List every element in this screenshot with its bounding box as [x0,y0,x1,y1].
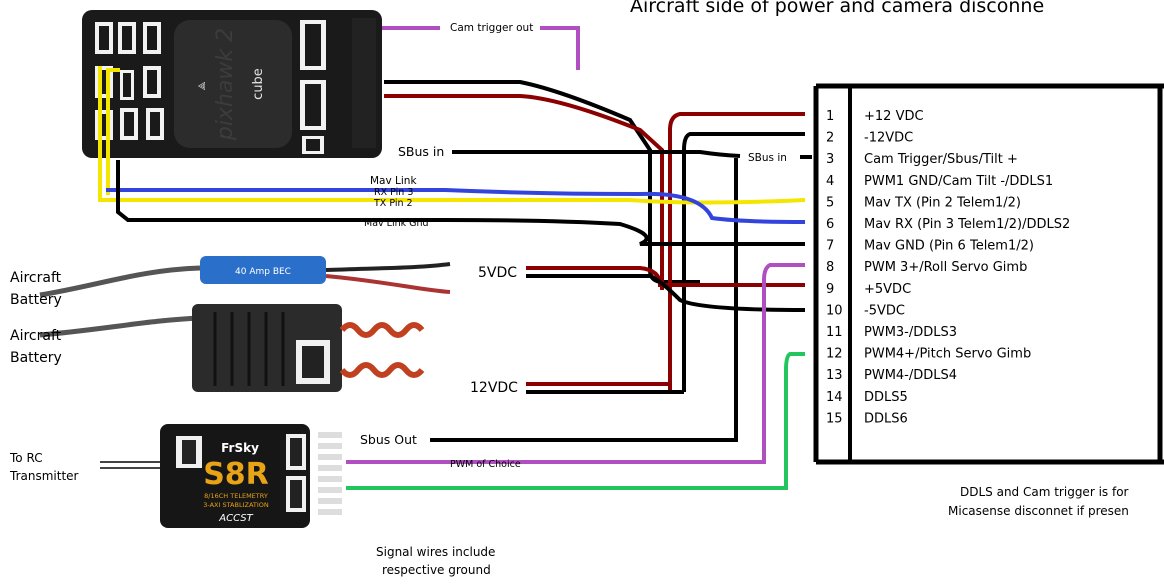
label-tx-pin2: TX Pin 2 [373,198,413,209]
power-module-image: 40 Amp BEC [39,256,451,392]
label-sbus-out: Sbus Out [360,432,417,447]
pin-number: 10 [826,303,843,318]
pin-label: PWM 3+/Roll Servo Gimb [864,260,1027,275]
label-pwm-of-choice: PWM of Choice [450,459,521,470]
pin-number: 12 [826,347,843,362]
pin-number: 4 [826,174,834,189]
pin-label: DDLS5 [864,390,908,405]
note-ddls-1: DDLS and Cam trigger is for [960,485,1129,499]
pin-number: 9 [826,282,834,297]
pin-number: 11 [826,325,843,340]
pin-label: PWM3-/DDLS3 [864,325,957,340]
pin-label: Cam Trigger/Sbus/Tilt + [864,152,1018,167]
pin-number: 8 [826,260,834,275]
s8r-model: S8R [203,457,269,492]
diagram-title: Aircraft side of power and camera discon… [630,0,1044,17]
pin-label: Mav TX (Pin 2 Telem1/2) [864,195,1021,210]
label-cam-trigger-out: Cam trigger out [450,22,533,34]
wire-fc-red [384,94,664,290]
wire-5v-black [526,274,806,312]
wire-tx-yellow [98,66,806,205]
pin-number: 6 [826,217,834,232]
pin-number: 5 [826,195,834,210]
rx-sub2: 3-AXI STABLIZATION [203,501,269,509]
note-ddls-2: Micasense disconnet if presen [948,504,1129,518]
wire-sbus-left [452,150,741,158]
wire-cam-trigger [382,26,580,70]
wire-pwm4 [346,352,805,490]
pin-label: PWM4+/Pitch Servo Gimb [864,347,1031,362]
wire-pin2 [682,132,805,392]
label-sbus-in-left: SBus in [398,144,444,159]
note-signal-2: respective ground [382,563,491,577]
pin-number: 15 [826,411,843,426]
wire-5v-red [526,266,805,287]
pin-number: 13 [826,368,843,383]
label-aircraft-battery-2a: Aircraft [10,328,62,344]
pin-number: 7 [826,239,834,254]
cube-text: cube [251,68,266,100]
pixhawk-brand-text: pixhawk 2 [213,28,238,141]
pin-label: DDLS6 [864,411,908,426]
wire-rx-blue [106,188,806,224]
label-aircraft-battery-1b: Battery [10,292,62,308]
wire-mav-gnd [116,160,805,246]
wire-pin1 [668,112,805,392]
pixhawk-cube-image: ⟁ pixhawk 2 cube [82,10,382,158]
pin-label: Mav RX (Pin 3 Telem1/2)/DDLS2 [864,217,1070,232]
pin-label: +5VDC [864,282,911,297]
wires [98,26,812,490]
label-transmitter: Transmitter [9,469,79,483]
pin-number: 1 [826,109,834,124]
label-mav-link-gnd: Mav Link Gnd [364,218,429,229]
label-sbus-in-right: SBus in [748,152,787,164]
label-5vdc: 5VDC [478,265,517,281]
pin-number: 3 [826,152,834,167]
pin-label: PWM4-/DDLS4 [864,368,957,383]
label-12vdc: 12VDC [470,380,518,396]
pin-number: 2 [826,131,834,146]
pin-label: +12 VDC [864,109,924,124]
label-to-rc: To RC [9,451,43,465]
rx-sub1: 8/16CH TELEMETRY [204,492,268,500]
wire-fc-black [384,80,700,284]
pin-label: PWM1 GND/Cam Tilt -/DDLS1 [864,174,1053,189]
frsky-receiver-image: FrSky S8R 8/16CH TELEMETRY 3-AXI STABLIZ… [100,424,342,528]
label-rx-pin3: RX Pin 3 [374,187,413,198]
label-aircraft-battery-2b: Battery [10,350,62,366]
connector-pinout: 1 +12 VDC 2 -12VDC 3 Cam Trigger/Sbus/Tilt + 4… [813,83,1164,465]
bec-label: 40 Amp BEC [235,267,291,277]
accst-text: ACCST [218,513,253,524]
note-signal-1: Signal wires include [376,545,495,559]
wire-pwm3 [346,263,805,464]
label-mav-link: Mav Link [370,175,417,187]
frsky-brand: FrSky [221,441,259,455]
wire-sbus-down [430,158,738,442]
pin-number: 14 [826,390,843,405]
pin-label: Mav GND (Pin 6 Telem1/2) [864,239,1034,254]
label-aircraft-battery-1a: Aircraft [10,270,62,286]
pin-label: -5VDC [864,303,905,318]
pin-label: -12VDC [864,131,913,146]
svg-text:⟁: ⟁ [197,81,208,90]
